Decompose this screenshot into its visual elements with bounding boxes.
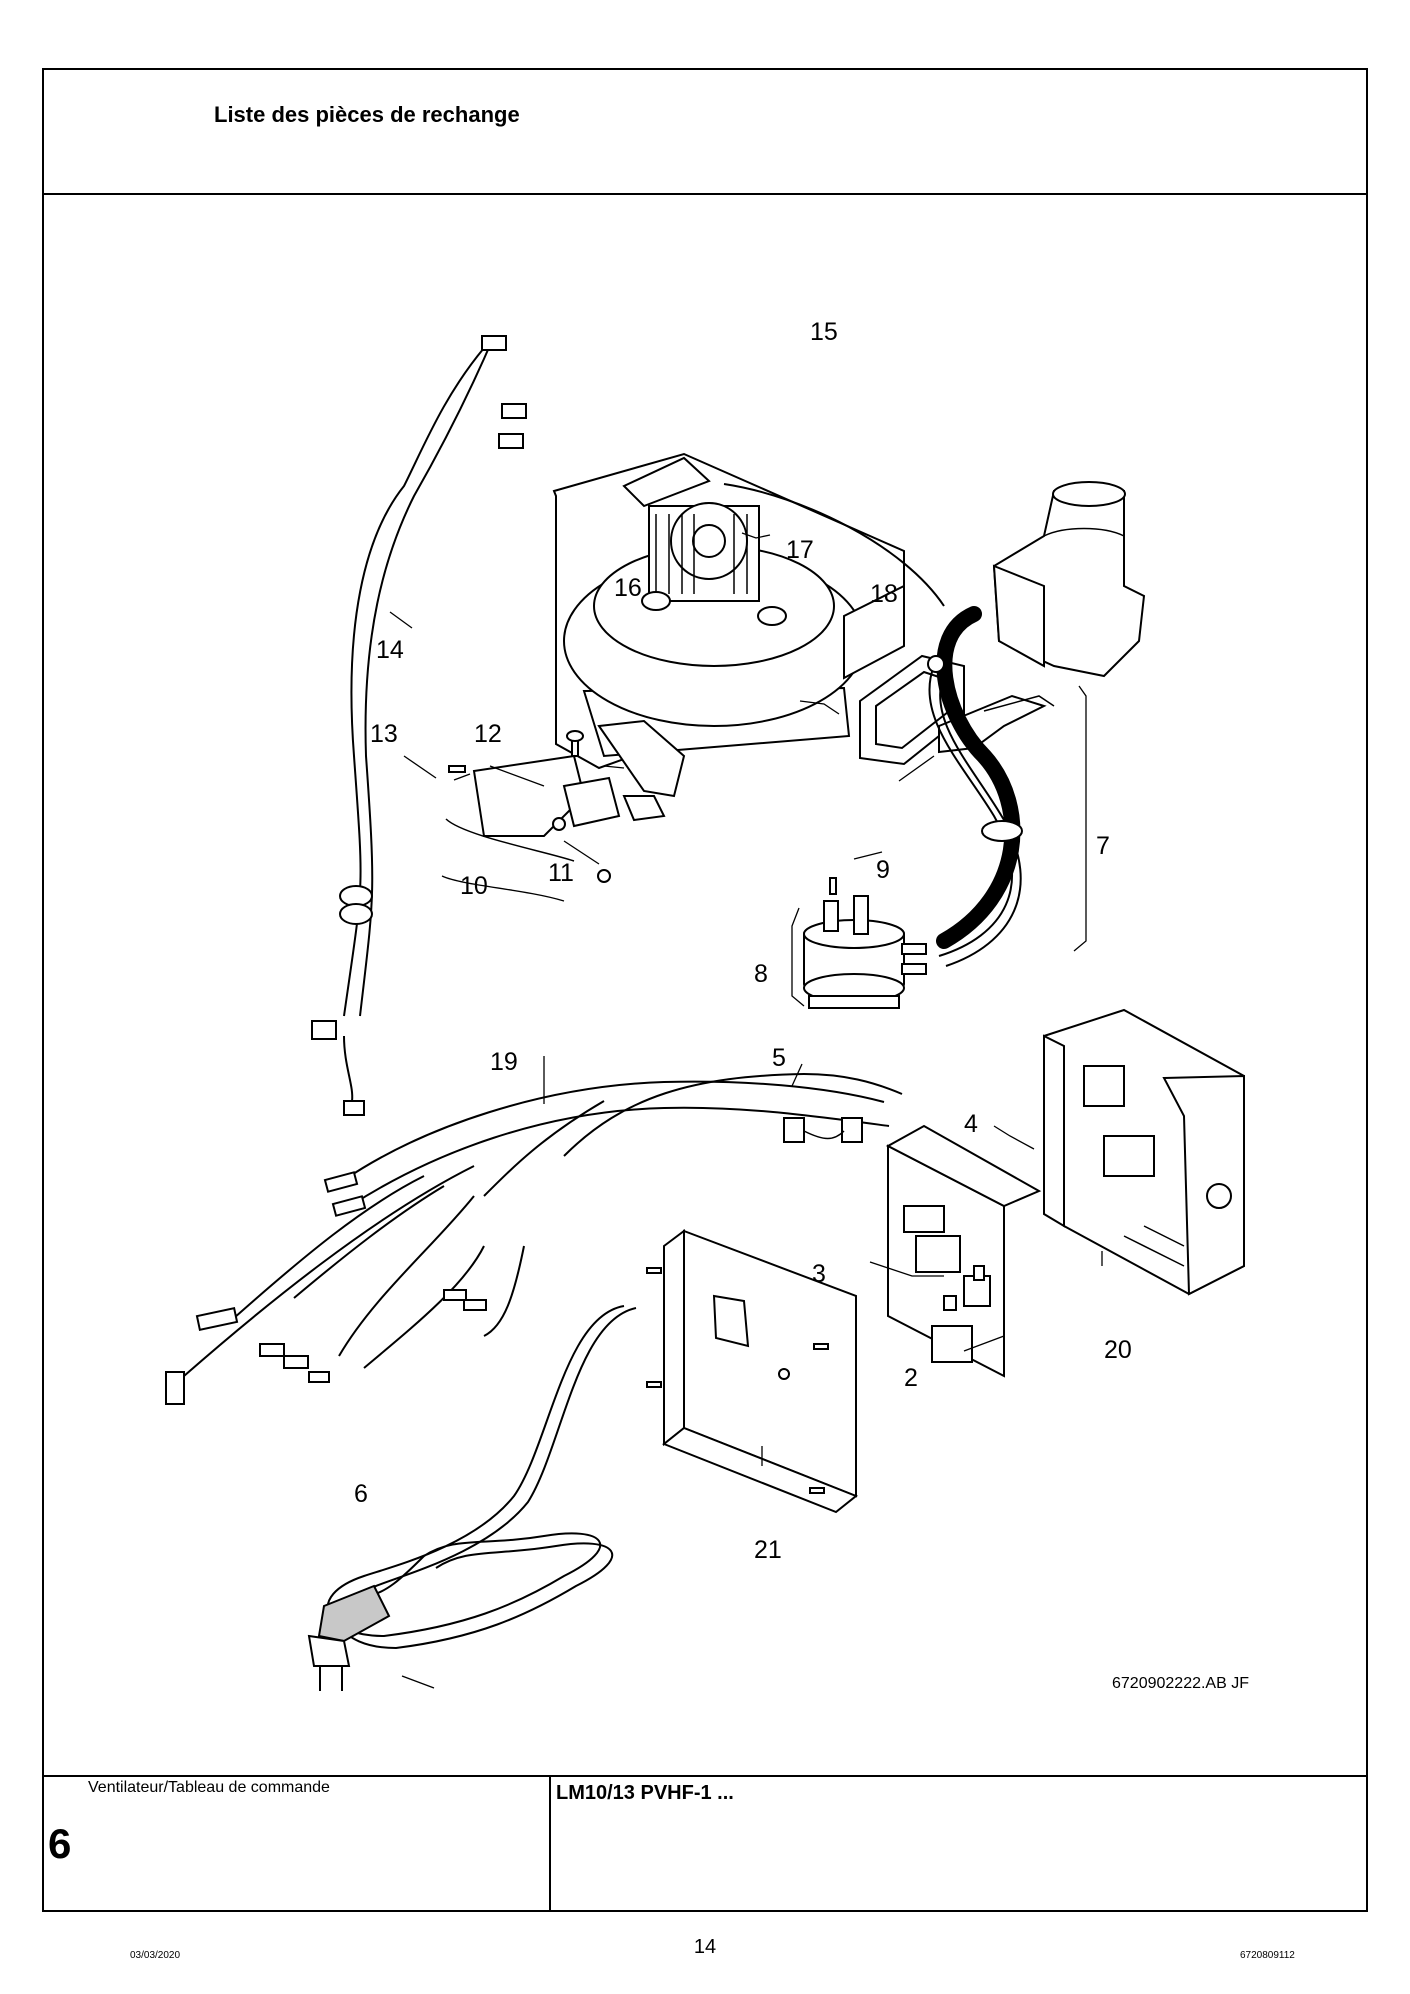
- fan-assembly: [552, 452, 945, 770]
- part-label-13: 13: [370, 720, 398, 748]
- part-label-20: 20: [1104, 1336, 1132, 1364]
- part-label-6: 6: [354, 1480, 368, 1508]
- section-number: 6: [48, 1820, 72, 1867]
- part-label-11: 11: [548, 859, 574, 887]
- brackets-10-11-12-13: [445, 719, 686, 883]
- header-divider: [42, 193, 1368, 195]
- page-title: Liste des pièces de rechange: [214, 102, 520, 127]
- part-label-5: 5: [772, 1044, 786, 1072]
- part-label-10: 10: [460, 872, 488, 900]
- power-cord-6: [307, 1305, 637, 1691]
- part-label-14: 14: [376, 636, 404, 664]
- drawing-reference: 6720902222.AB JF: [1112, 1675, 1249, 1692]
- model-name: LM10/13 PVHF-1 ...: [556, 1782, 734, 1804]
- flue-elbow: [992, 481, 1146, 678]
- part-label-15: 15: [810, 318, 838, 346]
- hose-7: [927, 606, 1023, 967]
- page-frame: [42, 68, 1368, 1912]
- cover-21: [646, 1229, 858, 1514]
- exploded-parts-diagram: 2 3 4 5 6 7 8 9 10 11 12 13 14 15 16 17 …: [165, 318, 1245, 1691]
- screw-16: [566, 730, 584, 757]
- footer-divider: [42, 1775, 1368, 1777]
- document-number: 6720809112: [1240, 1950, 1295, 1961]
- part-label-9: 9: [876, 856, 890, 884]
- part-label-21: 21: [754, 1536, 782, 1564]
- part-label-17: 17: [786, 536, 814, 564]
- harness-5-and-19: [165, 1072, 903, 1405]
- footer-column-divider: [549, 1775, 551, 1912]
- part-label-19: 19: [490, 1048, 518, 1076]
- part-label-3: 3: [812, 1260, 826, 1288]
- part-label-12: 12: [474, 720, 502, 748]
- control-board-4: [885, 1124, 1042, 1378]
- pressure-switch-8: [803, 877, 927, 1009]
- part-label-18: 18: [870, 580, 898, 608]
- part-label-16: 16: [614, 574, 642, 602]
- page-number: 14: [693, 1936, 717, 1958]
- housing-20: [1042, 1008, 1245, 1296]
- part-label-7: 7: [1096, 832, 1110, 860]
- harness-14: [311, 335, 527, 1116]
- print-date: 03/03/2020: [130, 1950, 181, 1961]
- part-label-8: 8: [754, 960, 768, 988]
- part-label-4: 4: [964, 1110, 978, 1138]
- section-label: Ventilateur/Tableau de commande: [88, 1779, 330, 1796]
- part-label-2: 2: [904, 1364, 918, 1392]
